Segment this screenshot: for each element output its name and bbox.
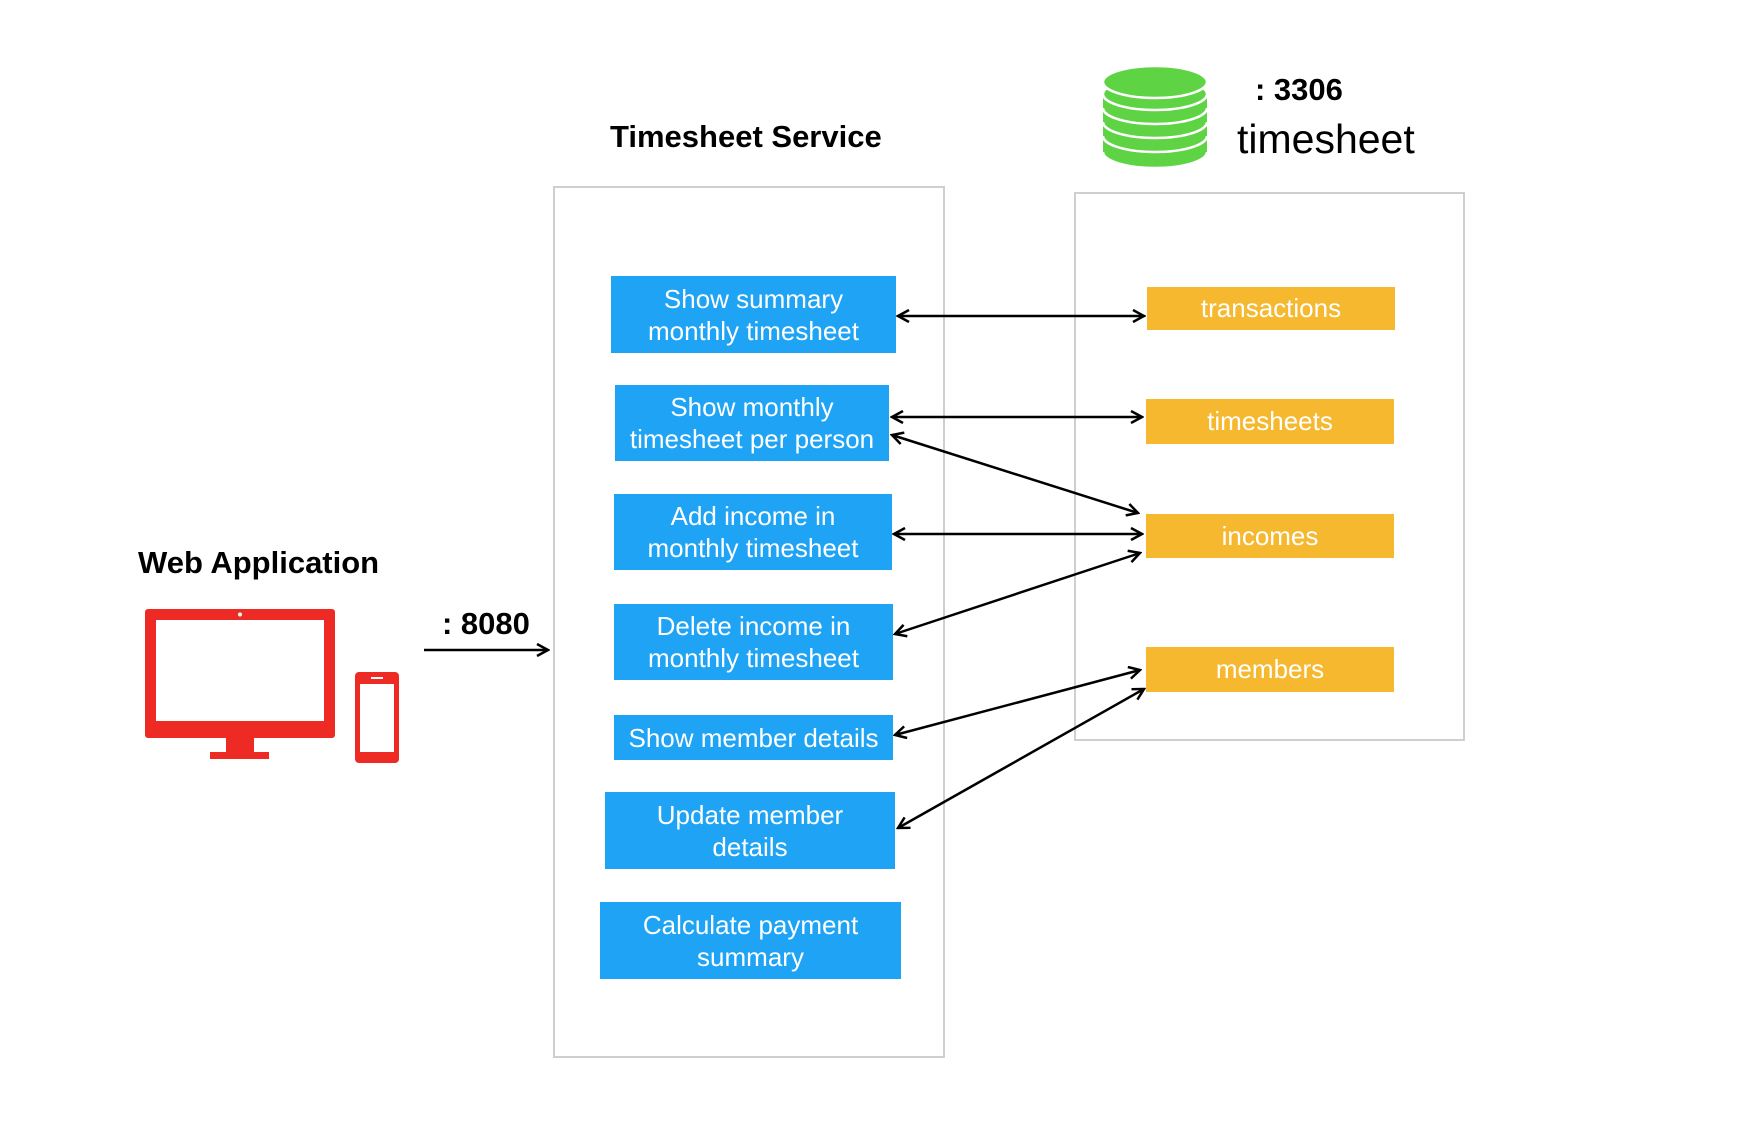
operation-delete-income[interactable]: Delete income in monthly timesheet (614, 604, 893, 680)
database-icon (1101, 64, 1209, 170)
arrow-delete-income-incomes (895, 553, 1140, 634)
table-transactions[interactable]: transactions (1147, 287, 1395, 330)
database-port-label: : 3306 (1255, 72, 1343, 107)
http-port-label: : 8080 (442, 606, 530, 641)
operation-show-monthly-timesheet-per-person[interactable]: Show monthly timesheet per person (615, 385, 889, 461)
arrow-per-person-incomes (892, 435, 1138, 513)
web-application-title: Web Application (138, 545, 380, 580)
operation-add-income[interactable]: Add income in monthly timesheet (614, 494, 892, 570)
operation-show-member-details[interactable]: Show member details (614, 715, 893, 760)
table-timesheets[interactable]: timesheets (1146, 399, 1394, 444)
service-title: Timesheet Service (610, 119, 882, 154)
table-incomes[interactable]: incomes (1146, 514, 1394, 558)
desktop-monitor-icon (145, 609, 399, 763)
mobile-phone-icon (355, 672, 399, 763)
database-name: timesheet (1237, 116, 1415, 162)
operation-show-summary-monthly-timesheet[interactable]: Show summary monthly timesheet (611, 276, 896, 353)
arrow-update-member-members (898, 689, 1144, 828)
table-members[interactable]: members (1146, 647, 1394, 692)
operation-update-member-details[interactable]: Update member details (605, 792, 895, 869)
operation-calculate-payment-summary[interactable]: Calculate payment summary (600, 902, 901, 979)
arrow-show-member-members (895, 670, 1140, 735)
